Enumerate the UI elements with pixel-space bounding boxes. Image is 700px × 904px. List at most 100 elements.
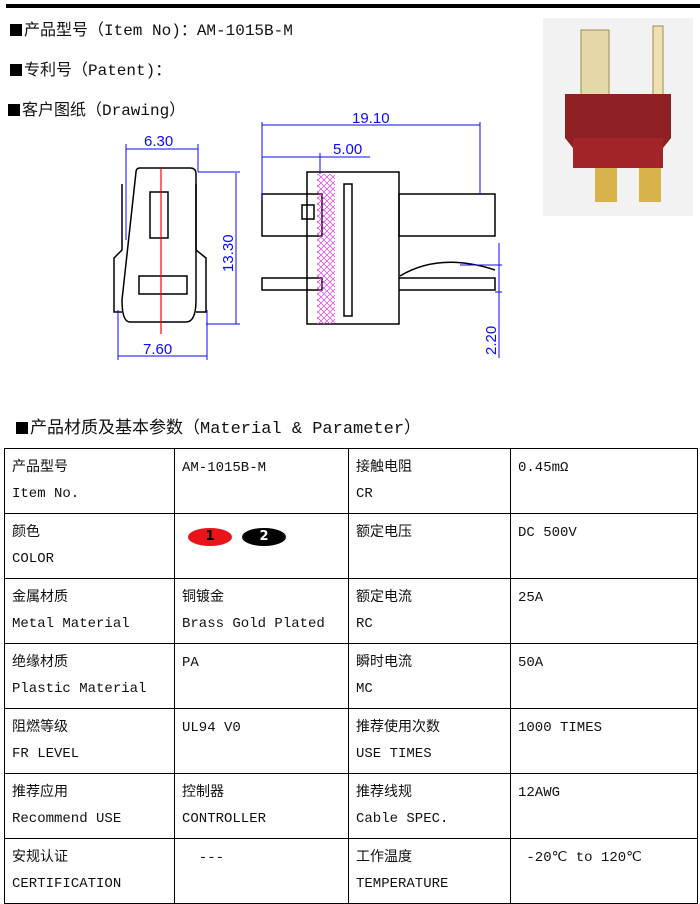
table-cell: 控制器 CONTROLLER — [174, 773, 349, 839]
cell-text: MC — [356, 681, 373, 697]
table-cell: 瞬时电流 MC — [348, 643, 511, 709]
product-photo — [543, 18, 693, 216]
cell-text: 金属材质 — [12, 590, 68, 606]
cell-text: USE TIMES — [356, 746, 432, 762]
cell-text: 1000 TIMES — [518, 720, 603, 736]
table-cell: 25A — [510, 578, 698, 644]
cell-text: RC — [356, 616, 373, 632]
cell-text: Brass Gold Plated — [182, 616, 325, 632]
table-cell: 推荐应用 Recommend USE — [4, 773, 175, 839]
table-cell: 绝缘材质 Plastic Material — [4, 643, 175, 709]
table-cell: 1000 TIMES — [510, 708, 698, 774]
patent-text: 专利号（Patent)： — [24, 62, 172, 80]
cell-text: TEMPERATURE — [356, 876, 449, 892]
cell-text: 推荐应用 — [12, 785, 68, 801]
cell-text: AM-1015B-M — [182, 460, 267, 476]
cell-text: 安规认证 — [12, 850, 68, 866]
table-cell: 安规认证 CERTIFICATION — [4, 838, 175, 904]
table-cell: UL94 V0 — [174, 708, 349, 774]
cell-text: 50A — [518, 655, 544, 671]
table-row: 推荐应用 Recommend USE 控制器 CONTROLLER 推荐线规 Cable … — [4, 773, 698, 839]
table-cell: 颜色 COLOR — [4, 513, 175, 579]
table-row: 绝缘材质 Plastic Material PA 瞬时电流 MC 50A — [4, 643, 698, 709]
table-cell: 工作温度 TEMPERATURE — [348, 838, 511, 904]
color-swatch-black: 2 — [242, 528, 286, 546]
dim-pin-thickness: 2.20 — [483, 326, 500, 355]
drawing-heading: 客户图纸（Drawing） — [8, 96, 185, 120]
bullet-square-icon — [8, 104, 20, 116]
cell-text: DC 500V — [518, 525, 577, 541]
cell-text: 控制器 — [182, 785, 224, 801]
cell-text: FR LEVEL — [12, 746, 80, 762]
cell-text: COLOR — [12, 551, 55, 567]
item-no-heading: 产品型号（Item No)：AM-1015B-M — [10, 16, 293, 40]
dim-width-top: 6.30 — [144, 133, 173, 150]
cell-text: 铜镀金 — [182, 590, 224, 606]
cell-text: 阻燃等级 — [12, 720, 68, 736]
color-swatch-red: 1 — [188, 528, 232, 546]
top-rule — [6, 4, 700, 8]
table-cell: AM-1015B-M — [174, 448, 349, 514]
table-cell: 阻燃等级 FR LEVEL — [4, 708, 175, 774]
cell-text: Cable SPEC. — [356, 811, 449, 827]
dim-height: 13.30 — [220, 234, 237, 272]
cell-text: 产品型号 — [12, 460, 68, 476]
table-row: 阻燃等级 FR LEVEL UL94 V0 推荐使用次数 USE TIMES 1000 T… — [4, 708, 698, 774]
patent-heading: 专利号（Patent)： — [10, 56, 171, 80]
cell-text: 瞬时电流 — [356, 655, 412, 671]
table-cell: 产品型号 Item No. — [4, 448, 175, 514]
bullet-square-icon — [16, 422, 28, 434]
table-cell: 推荐线规 Cable SPEC. — [348, 773, 511, 839]
hatched-section — [317, 174, 335, 324]
cell-text: 绝缘材质 — [12, 655, 68, 671]
table-cell: 铜镀金 Brass Gold Plated — [174, 578, 349, 644]
cell-text: 颜色 — [12, 525, 40, 541]
table-row: 安规认证 CERTIFICATION --- 工作温度 TEMPERATURE -20… — [4, 838, 698, 904]
technical-drawing: 6.30 7.60 13.30 19.10 5.00 2.20 — [113, 110, 502, 360]
cell-text: 推荐使用次数 — [356, 720, 440, 736]
dim-width-bottom: 7.60 — [143, 341, 172, 358]
table-cell: 推荐使用次数 USE TIMES — [348, 708, 511, 774]
table-cell: 额定电压 — [348, 513, 511, 579]
cell-text: UL94 V0 — [182, 720, 241, 736]
section-heading: 产品材质及基本参数（Material & Parameter） — [16, 413, 421, 439]
cell-text: --- — [182, 850, 225, 866]
cell-text: 额定电流 — [356, 590, 412, 606]
cell-text: 推荐线规 — [356, 785, 412, 801]
section-title: 产品材质及基本参数（Material & Parameter） — [30, 420, 422, 439]
table-cell: PA — [174, 643, 349, 709]
table-cell: 额定电流 RC — [348, 578, 511, 644]
table-cell: 50A — [510, 643, 698, 709]
table-cell: 12AWG — [510, 773, 698, 839]
cell-text: Item No. — [12, 486, 80, 502]
cell-text: PA — [182, 655, 199, 671]
cell-text: Recommend USE — [12, 811, 122, 827]
table-row: 金属材质 Metal Material 铜镀金 Brass Gold Plated 额定… — [4, 578, 698, 644]
cell-text: CONTROLLER — [182, 811, 267, 827]
cell-text: 12AWG — [518, 785, 561, 801]
table-cell: -20℃ to 120℃ — [510, 838, 698, 904]
cell-text: Metal Material — [12, 616, 130, 632]
cell-text: CR — [356, 486, 373, 502]
dim-offset: 5.00 — [333, 141, 362, 158]
cell-text: 25A — [518, 590, 544, 606]
cell-text: 工作温度 — [356, 850, 412, 866]
cell-text: -20℃ to 120℃ — [518, 850, 642, 866]
table-cell: 0.45mΩ — [510, 448, 698, 514]
connector-image — [565, 25, 671, 202]
bullet-square-icon — [10, 24, 22, 36]
drawing-text: 客户图纸（Drawing） — [22, 102, 186, 120]
table-cell: DC 500V — [510, 513, 698, 579]
table-cell: 金属材质 Metal Material — [4, 578, 175, 644]
cell-text: CERTIFICATION — [12, 876, 122, 892]
item-no-text: 产品型号（Item No)：AM-1015B-M — [24, 22, 293, 40]
cell-text: 0.45mΩ — [518, 460, 569, 476]
cell-text: Plastic Material — [12, 681, 147, 697]
table-cell: --- — [174, 838, 349, 904]
cell-text: 额定电压 — [356, 525, 412, 541]
